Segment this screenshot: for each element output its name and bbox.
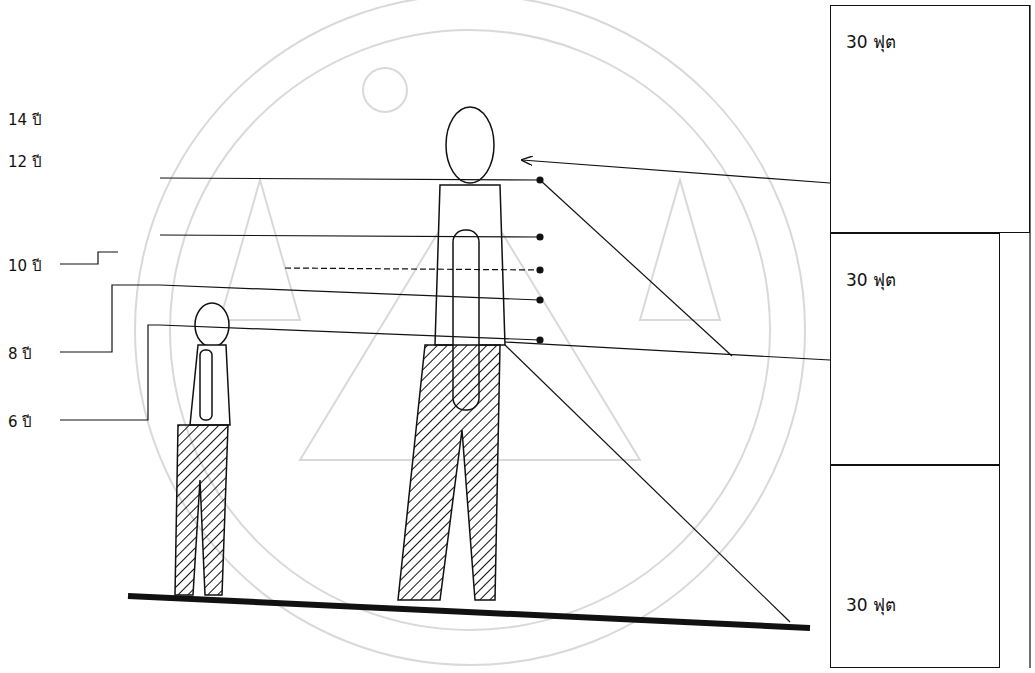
age-label: 6 ปี [8,410,32,434]
height-value: 30 ฟุต [846,28,896,55]
label-brackets [60,252,160,420]
ground-line [128,596,810,628]
child-figure [175,303,230,595]
age-label: 14 ปี [8,108,42,132]
height-value: 30 ฟุต [846,591,896,618]
eye-level-lines [160,177,543,343]
age-label: 10 ปี [8,254,42,278]
sight-lines [505,160,830,622]
age-label: 12 ปี [8,150,42,174]
height-box: 30 ฟุต [830,465,1000,668]
height-box: 30 ฟุต [830,5,1030,233]
watermark-seal [135,0,805,665]
height-box: 30 ฟุต [830,233,1000,465]
adult-figure [398,107,505,600]
age-label: 8 ปี [8,342,32,366]
height-value: 30 ฟุต [846,266,896,293]
